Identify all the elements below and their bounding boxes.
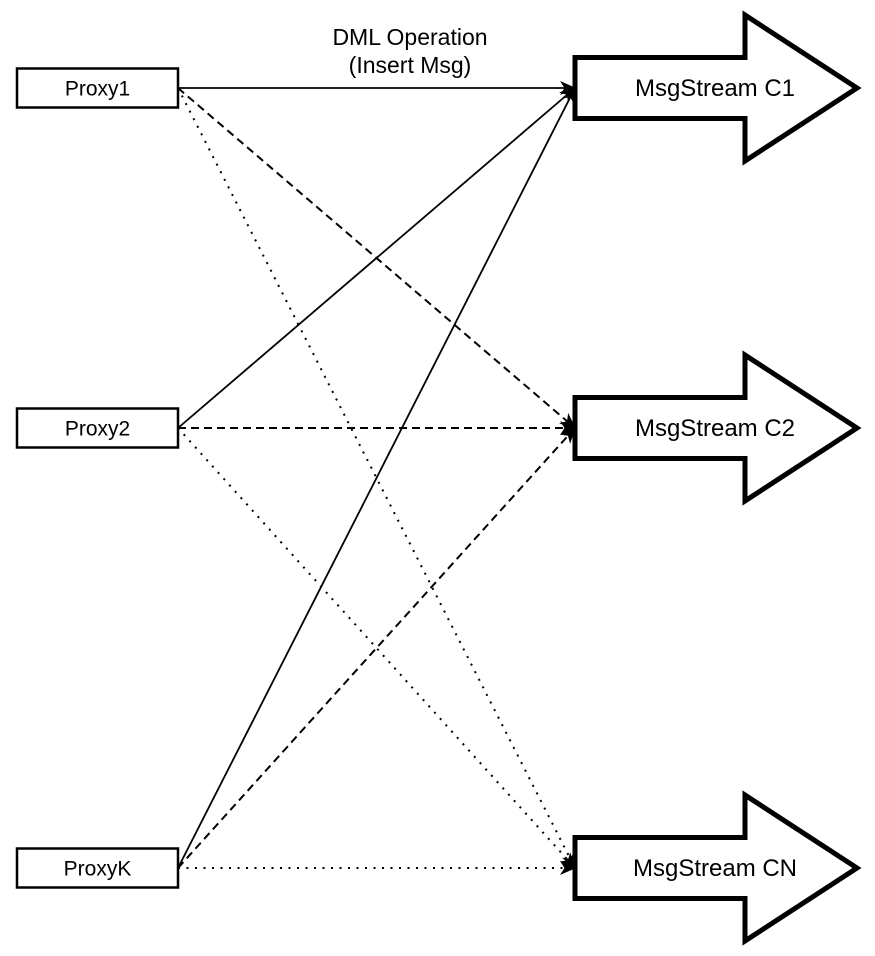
- proxy1-box: [15, 67, 180, 109]
- proxyk-node: ProxyK: [15, 847, 180, 889]
- proxy2-node: Proxy2: [15, 407, 180, 449]
- proxy2-box: [15, 407, 180, 449]
- proxy2-label: Proxy2: [65, 418, 130, 441]
- edge-proxy2-to-msgstream-cn: [177, 427, 576, 869]
- edge-proxy1-to-msgstream-c2: [177, 87, 576, 429]
- msgstream-c1-arrow-shape: [572, 10, 862, 166]
- msgstream-cn-node: MsgStream CN: [572, 790, 862, 946]
- edge-proxy1-to-msgstream-cn: [177, 87, 576, 869]
- dml-operation-label-line2: (Insert Msg): [349, 52, 472, 78]
- msgstream-c1-label: MsgStream C1: [635, 75, 795, 102]
- proxyk-box: [15, 847, 180, 889]
- msgstream-c1-node: MsgStream C1: [572, 10, 862, 166]
- msgstream-c2-arrow-shape: [572, 350, 862, 506]
- msgstream-c2-label: MsgStream C2: [635, 415, 795, 442]
- msgstream-cn-arrow-shape: [572, 790, 862, 946]
- proxy1-node: Proxy1: [15, 67, 180, 109]
- edge-proxyk-to-msgstream-c2: [177, 427, 576, 869]
- proxy1-label: Proxy1: [65, 78, 130, 101]
- msgstream-c2-node: MsgStream C2: [572, 350, 862, 506]
- dml-operation-label-line1: DML Operation: [332, 24, 487, 50]
- dml-operation-annotation: DML Operation (Insert Msg): [332, 24, 487, 78]
- msgstream-cn-label: MsgStream CN: [633, 855, 797, 882]
- proxyk-label: ProxyK: [64, 858, 132, 881]
- edge-proxyk-to-msgstream-c1: [177, 87, 576, 869]
